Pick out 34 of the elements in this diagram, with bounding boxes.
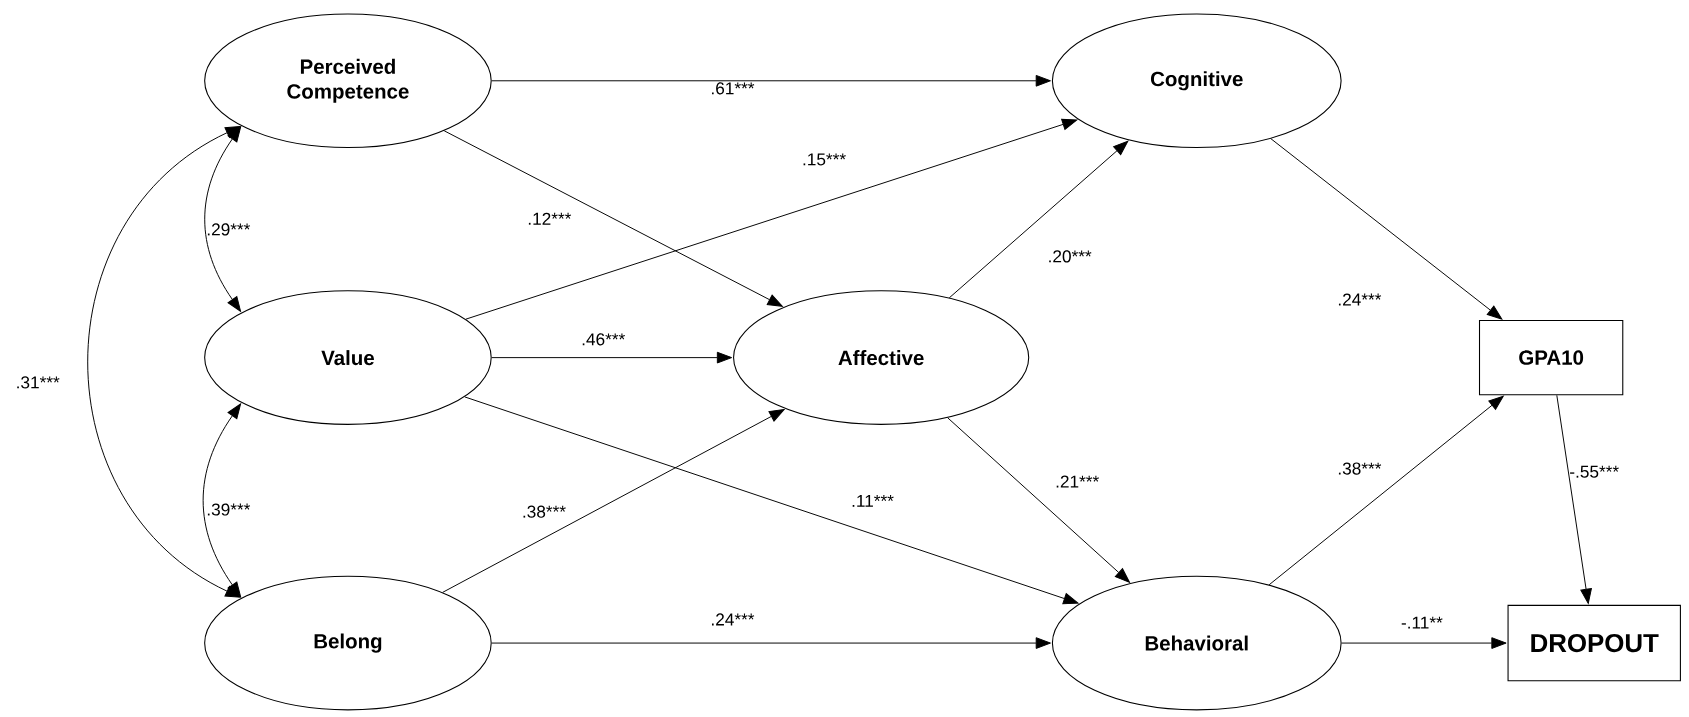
edge-label: .24*** bbox=[1338, 293, 1382, 306]
edge-label: .38*** bbox=[523, 505, 566, 518]
arrow bbox=[947, 417, 1130, 583]
arrow bbox=[948, 140, 1129, 299]
arrow bbox=[1270, 137, 1503, 320]
observed-variable-box: GPA10 bbox=[1478, 319, 1624, 396]
edge-label: .29*** bbox=[207, 223, 251, 236]
edge-label: .46*** bbox=[582, 333, 625, 346]
arrow bbox=[1341, 637, 1507, 649]
edge-label: -.55*** bbox=[1570, 465, 1619, 478]
edge-label: .61*** bbox=[712, 82, 755, 95]
edge-label: .21*** bbox=[1056, 475, 1099, 488]
edge-label: .31*** bbox=[17, 376, 60, 389]
arrow bbox=[1556, 394, 1592, 604]
arrow bbox=[491, 351, 733, 364]
double-headed-arrow bbox=[204, 126, 242, 312]
arrow bbox=[491, 637, 1051, 649]
edge-label: .20*** bbox=[1049, 250, 1092, 263]
arrow bbox=[442, 408, 785, 593]
edge-label: -.11** bbox=[1401, 616, 1443, 629]
arrow bbox=[443, 130, 783, 307]
edge-label: .24*** bbox=[712, 613, 755, 626]
edge-label: .12*** bbox=[528, 212, 572, 225]
double-headed-arrow bbox=[202, 403, 242, 597]
edge-label: .39*** bbox=[207, 503, 251, 516]
edge-label: .15*** bbox=[803, 153, 846, 166]
double-headed-arrow bbox=[87, 125, 241, 598]
arrow bbox=[465, 118, 1078, 320]
arrow bbox=[491, 74, 1051, 87]
arrow bbox=[464, 396, 1079, 604]
arrow bbox=[1268, 395, 1504, 586]
edge-label: .11*** bbox=[852, 494, 894, 507]
edge-label: .38*** bbox=[1338, 462, 1382, 475]
observed-variable-box: DROPOUT bbox=[1507, 604, 1681, 682]
